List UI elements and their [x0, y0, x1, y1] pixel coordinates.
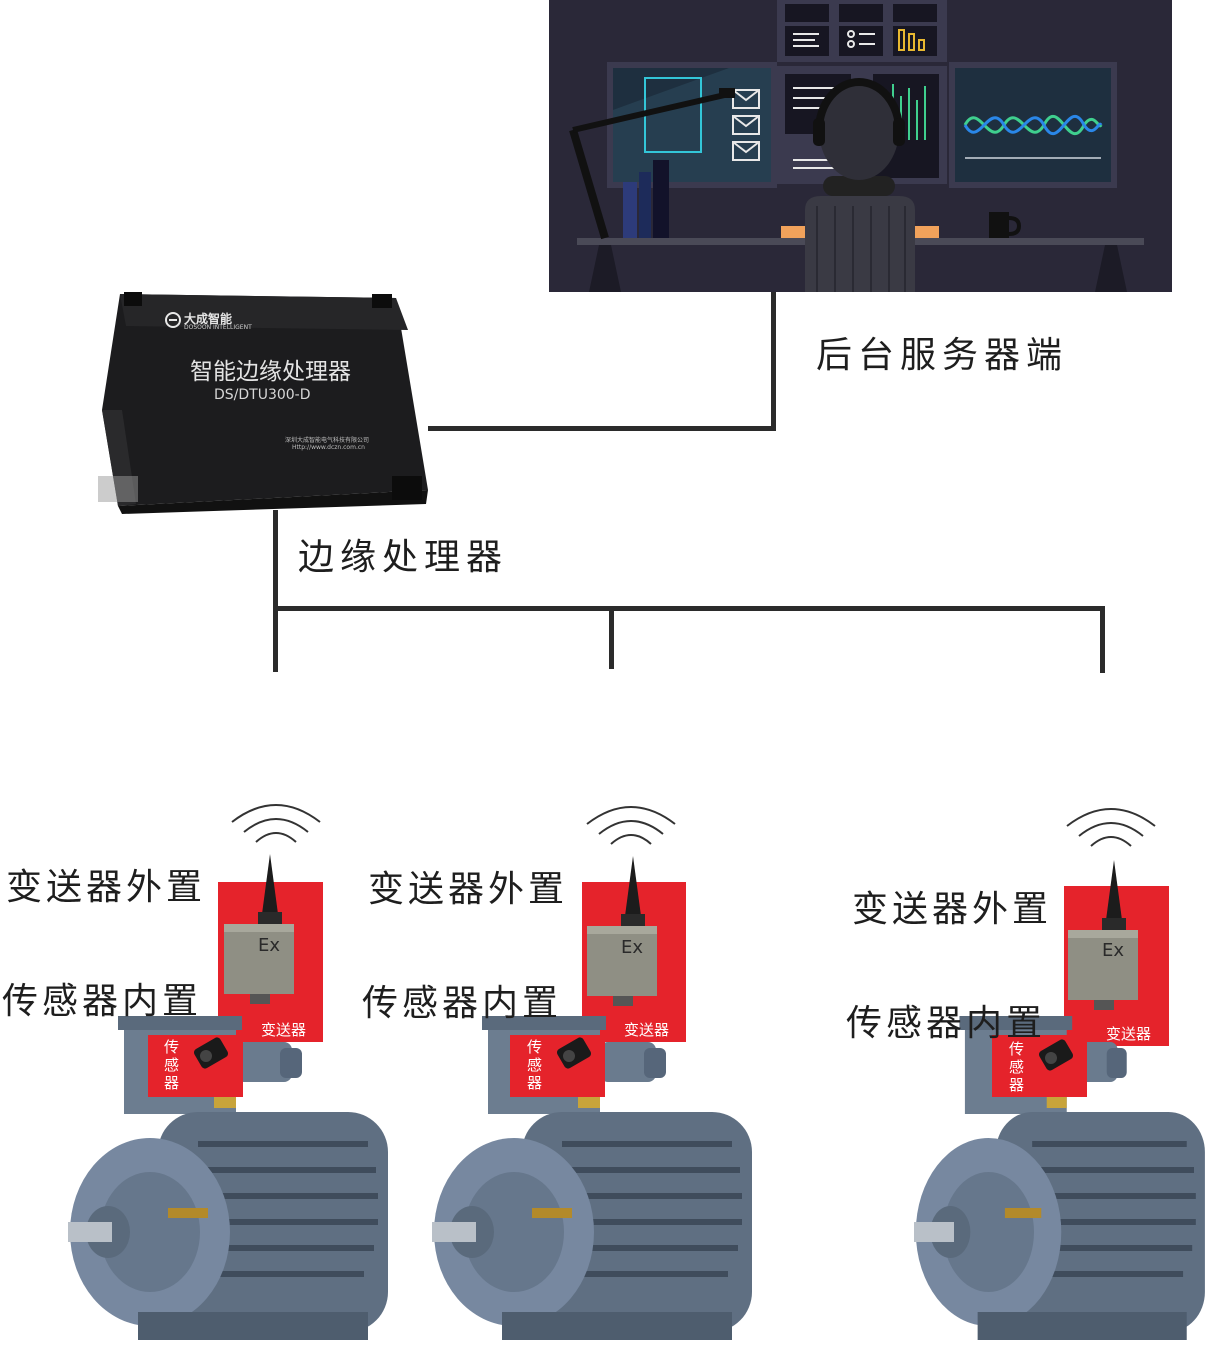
sensor-icon [553, 1034, 597, 1078]
motor-illustration [432, 1012, 762, 1342]
ex-mark: Ex [258, 935, 281, 956]
edge-label: 边缘处理器 [298, 537, 509, 578]
transmitter-tag: 变送器 [624, 1021, 670, 1039]
transmitter-tag: 变送器 [1106, 1025, 1152, 1043]
sensor-tag: 传感器 [164, 1038, 180, 1092]
sensor-red-panel [148, 1035, 243, 1097]
internal-label: 传感器内置 [2, 981, 203, 1022]
wireless-signal-icon [583, 800, 679, 860]
transmitter-box [1066, 860, 1142, 1010]
sensor-icon [1035, 1036, 1079, 1080]
sensor-icon [190, 1034, 234, 1078]
wire-bus [273, 606, 1105, 611]
sensor-red-panel [992, 1035, 1087, 1097]
edge-brand: 大成智能 [184, 312, 233, 326]
transmitter-box [222, 854, 298, 1004]
ex-mark: Ex [621, 937, 644, 958]
edge-processor-device [96, 290, 430, 514]
wire-server-vertical [771, 292, 776, 431]
wire-edge-down [273, 510, 278, 672]
sensor-tag: 传感器 [527, 1038, 543, 1092]
edge-device-title: 智能边缘处理器 [190, 359, 351, 385]
ex-mark: Ex [1102, 940, 1125, 961]
external-label: 变送器外置 [6, 867, 207, 908]
transmitter-tag: 变送器 [261, 1021, 307, 1039]
sensor-tag: 传感器 [1009, 1040, 1025, 1094]
edge-brand-logo-icon [164, 312, 182, 328]
wire-server-horizontal [428, 426, 776, 431]
transmitter-box [585, 856, 661, 1006]
edge-device-model: DS/DTU300-D [214, 387, 311, 403]
edge-brand-en: DOSOON INTELLIGENT [184, 324, 252, 331]
edge-device-company: 深圳大成智能电气科技有限公司 [285, 437, 370, 444]
internal-label: 传感器内置 [362, 983, 563, 1024]
server-label: 后台服务器端 [816, 335, 1069, 376]
wireless-signal-icon [228, 798, 324, 858]
internal-label: 传感器内置 [846, 1003, 1047, 1044]
external-label: 变送器外置 [852, 889, 1053, 930]
motor-illustration [68, 1012, 398, 1342]
sensor-red-panel [510, 1035, 605, 1097]
server-scene [549, 0, 1172, 292]
external-label: 变送器外置 [368, 869, 569, 910]
wire-drop-2 [609, 606, 614, 669]
wire-drop-3 [1100, 606, 1105, 673]
wireless-signal-icon [1063, 802, 1159, 862]
edge-device-url: Http://www.dczn.com.cn [292, 444, 365, 451]
